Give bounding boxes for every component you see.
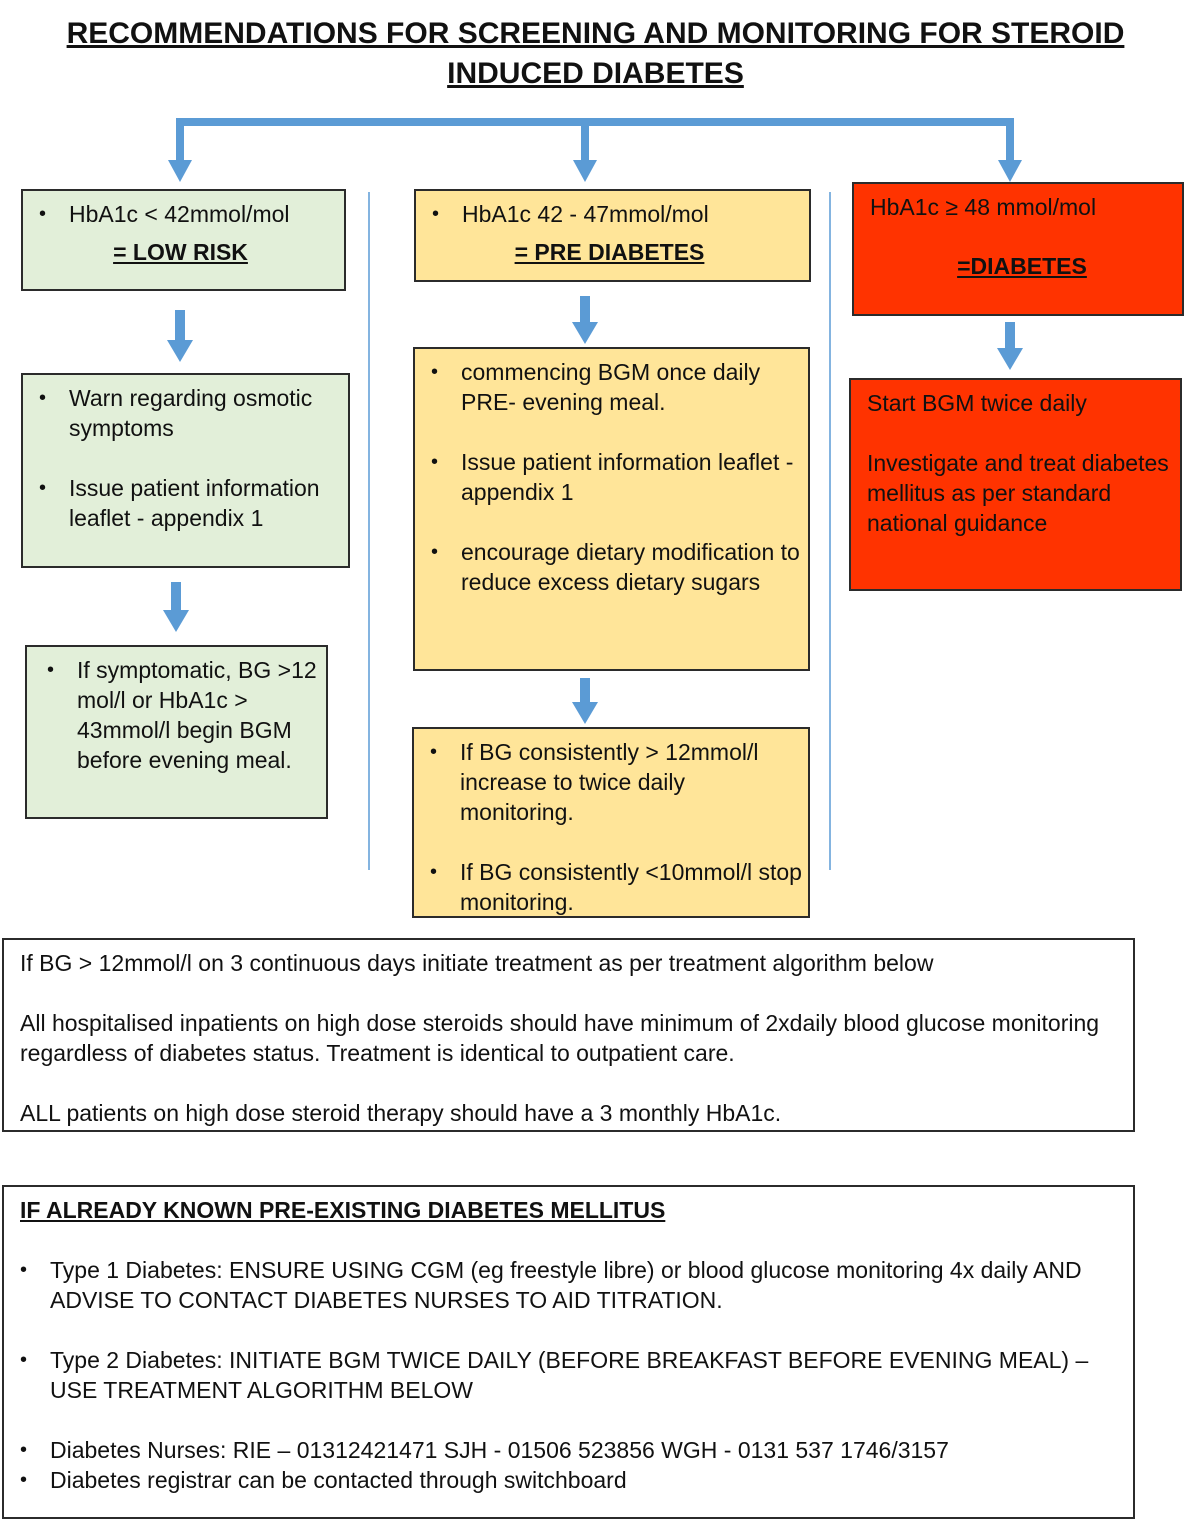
pre-diabetes-actions-box: commencing BGM once daily PRE- evening m… [413, 347, 810, 671]
diabetes-actions-box: Start BGM twice daily Investigate and tr… [849, 378, 1182, 591]
list-item: Start BGM twice daily [867, 390, 1087, 416]
arrow-down-icon [167, 310, 193, 362]
low-risk-criterion: HbA1c < 42mmol/mol [23, 199, 338, 229]
section-heading: IF ALREADY KNOWN PRE-EXISTING DIABETES M… [20, 1197, 666, 1223]
list-item: commencing BGM once daily PRE- evening m… [415, 357, 800, 417]
pre-diabetes-label: = PRE DIABETES [514, 239, 705, 265]
list-item: Type 1 Diabetes: ENSURE USING CGM (eg fr… [20, 1255, 1123, 1315]
list-item: If BG consistently > 12mmol/l increase t… [414, 737, 802, 827]
diabetes-criterion: HbA1c ≥ 48 mmol/mol [870, 194, 1097, 220]
treatment-info-box: If BG > 12mmol/l on 3 continuous days in… [2, 938, 1135, 1132]
arrow-down-icon [573, 160, 597, 182]
info-text: ALL patients on high dose steroid therap… [20, 1100, 782, 1126]
list-item: Type 2 Diabetes: INITIATE BGM TWICE DAIL… [20, 1345, 1123, 1405]
arrow-down-icon [572, 678, 598, 724]
list-item: Investigate and treat diabetes mellitus … [867, 450, 1169, 536]
page-title-line-2: INDUCED DIABETES [447, 57, 744, 90]
arrow-down-icon [168, 160, 192, 182]
arrow-down-icon [572, 296, 598, 344]
list-item: Warn regarding osmotic symptoms [23, 383, 340, 443]
list-item: Issue patient information leaflet - appe… [415, 447, 800, 507]
pre-diabetes-followup-box: If BG consistently > 12mmol/l increase t… [412, 727, 810, 918]
pre-existing-diabetes-box: IF ALREADY KNOWN PRE-EXISTING DIABETES M… [2, 1185, 1135, 1519]
info-text: If BG > 12mmol/l on 3 continuous days in… [20, 950, 934, 976]
low-risk-actions-box: Warn regarding osmotic symptoms Issue pa… [21, 373, 350, 568]
arrow-down-icon [997, 322, 1023, 370]
page-title: RECOMMENDATIONS FOR SCREENING AND MONITO… [66, 17, 1125, 50]
info-text: All hospitalised inpatients on high dose… [20, 1010, 1100, 1066]
pre-diabetes-header-box: HbA1c 42 - 47mmol/mol = PRE DIABETES [414, 189, 811, 282]
pre-diabetes-criterion: HbA1c 42 - 47mmol/mol [416, 199, 803, 229]
low-risk-followup-box: If symptomatic, BG >12 mol/l or HbA1c > … [25, 645, 328, 819]
arrow-down-icon [998, 160, 1022, 182]
list-item: If BG consistently <10mmol/l stop monito… [414, 857, 802, 916]
list-item: Diabetes Nurses: RIE – 01312421471 SJH -… [20, 1435, 1123, 1465]
diabetes-header-box: HbA1c ≥ 48 mmol/mol =DIABETES [852, 182, 1184, 316]
arrow-down-icon [163, 582, 189, 632]
list-item: If symptomatic, BG >12 mol/l or HbA1c > … [31, 655, 318, 775]
low-risk-label: = LOW RISK [113, 239, 248, 265]
list-item: Issue patient information leaflet - appe… [23, 473, 340, 533]
list-item: Diabetes registrar can be contacted thro… [20, 1465, 1123, 1495]
list-item: encourage dietary modification to reduce… [415, 537, 800, 597]
diabetes-label: =DIABETES [957, 253, 1087, 279]
low-risk-header-box: HbA1c < 42mmol/mol = LOW RISK [21, 189, 346, 291]
